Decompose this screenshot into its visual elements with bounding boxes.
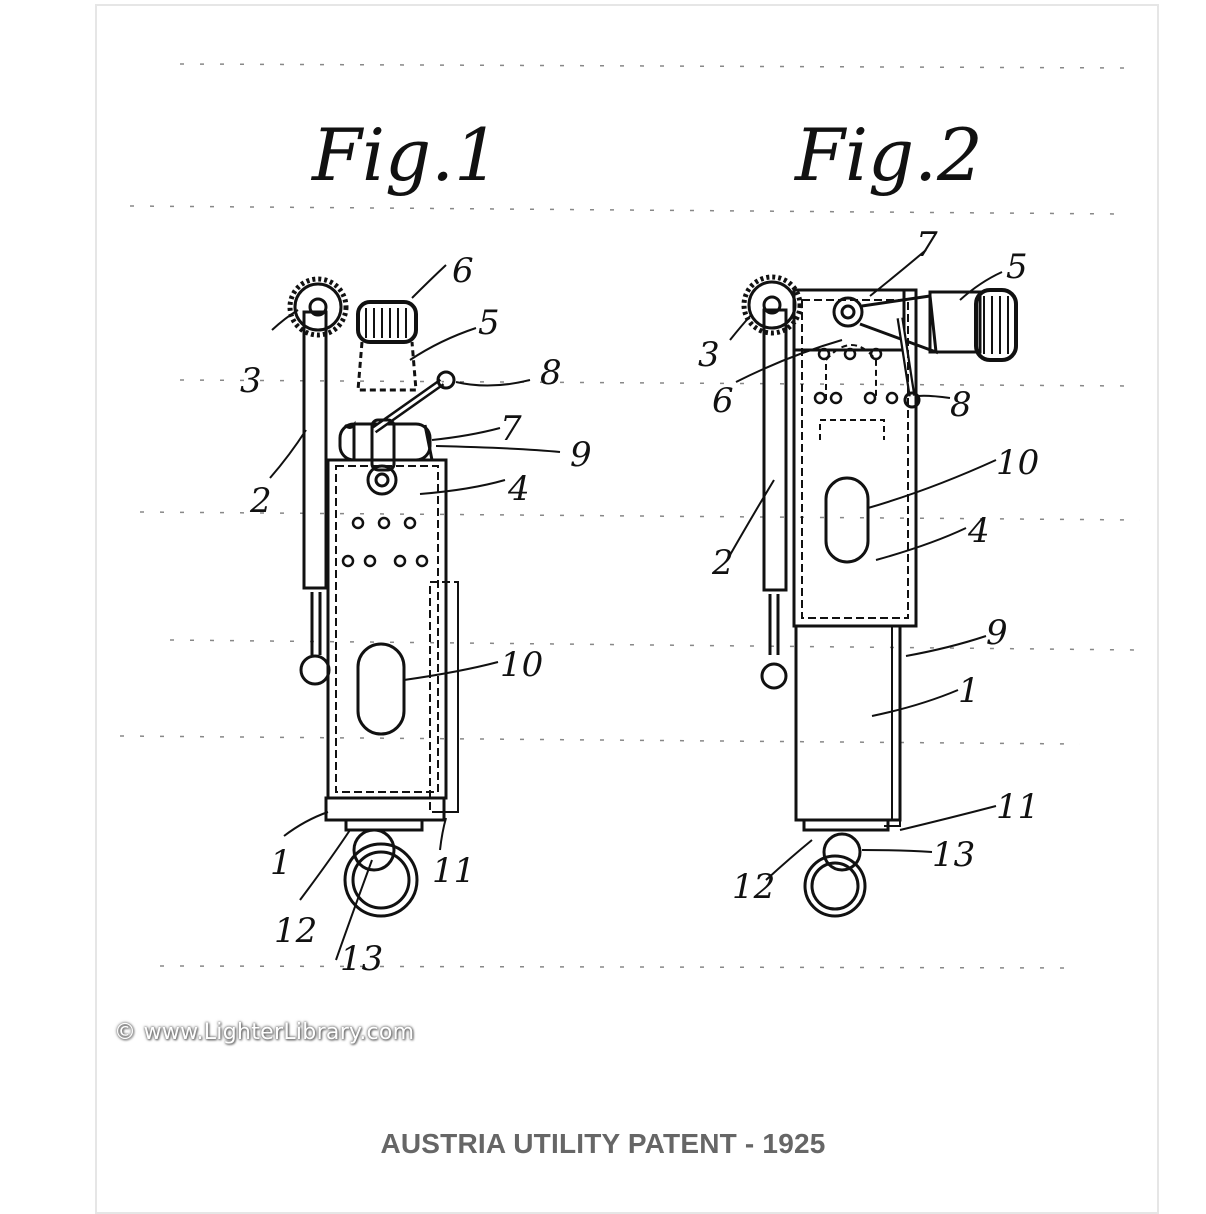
fig2-callout-6: 6: [712, 381, 734, 421]
fig2-callout-7: 7: [916, 225, 938, 265]
fig2-callout-13: 13: [932, 835, 975, 875]
fig1-callout-5: 5: [478, 303, 500, 343]
fig1-callout-13: 13: [340, 939, 383, 979]
fig2-callout-11: 11: [996, 787, 1039, 827]
figure-2-title: Fig.2: [793, 113, 983, 197]
fig2-callout-1: 1: [958, 671, 980, 711]
fig2-callout-5: 5: [1006, 247, 1028, 287]
fig2-callout-3: 3: [698, 335, 720, 375]
fig1-callout-3: 3: [240, 361, 262, 401]
patent-card: [95, 4, 1159, 1214]
fig1-callout-9: 9: [570, 435, 592, 475]
fig1-callout-6: 6: [452, 251, 474, 291]
fig1-callout-10: 10: [500, 645, 543, 685]
fig2-callout-8: 8: [950, 385, 972, 425]
figure-2: Fig.2: [698, 113, 1039, 918]
scan-noise: [119, 63, 1141, 969]
fig2-callout-10: 10: [996, 443, 1039, 483]
watermark: © www.LighterLibrary.com: [114, 1020, 415, 1045]
fig1-callout-8: 8: [540, 353, 562, 393]
fig2-callout-2: 2: [711, 543, 734, 583]
fig2-callout-12: 12: [732, 867, 775, 907]
fig2-callout-4: 4: [967, 511, 990, 551]
fig1-callout-2: 2: [249, 481, 272, 521]
fig1-callout-4: 4: [507, 469, 530, 509]
figure-1: Fig.1: [240, 113, 592, 979]
fig1-callout-11: 11: [432, 851, 475, 891]
fig2-callout-9: 9: [986, 613, 1008, 653]
fig1-callout-1: 1: [270, 843, 292, 883]
figure-1-title: Fig.1: [310, 113, 500, 197]
image-caption: AUSTRIA UTILITY PATENT - 1925: [380, 1128, 826, 1159]
fig1-callout-7: 7: [500, 409, 522, 449]
fig1-callout-12: 12: [274, 911, 317, 951]
